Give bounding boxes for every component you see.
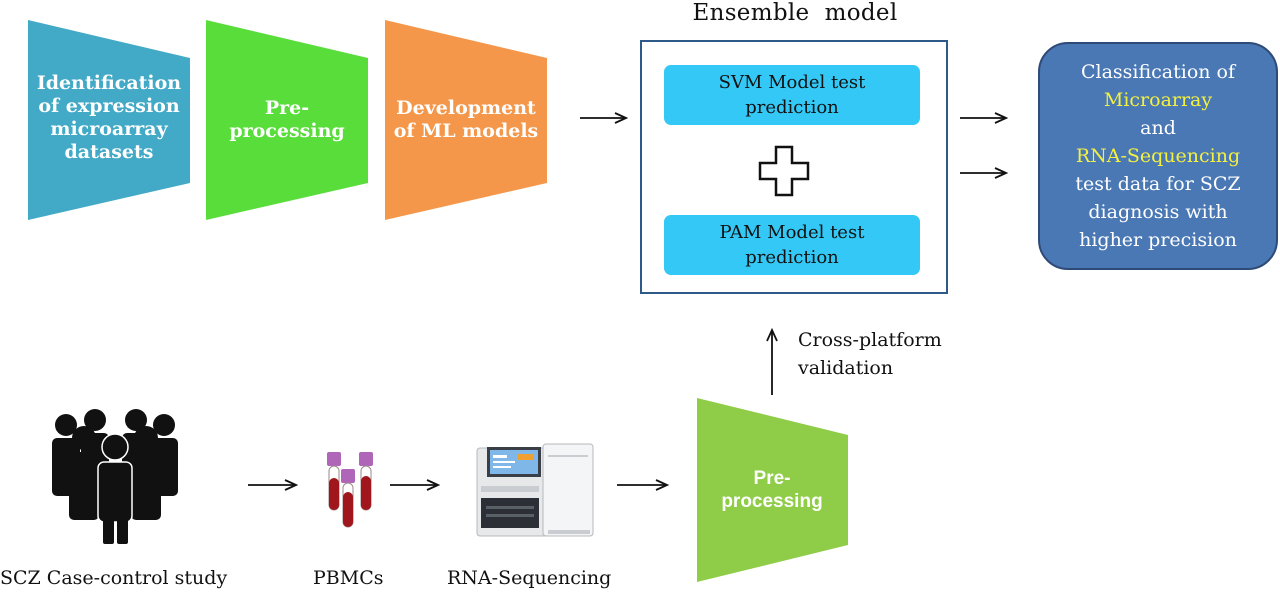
result-line-3: and [1140, 117, 1176, 139]
svm-prediction-box: SVM Model test prediction [664, 65, 920, 125]
development-label: Development of ML models [393, 97, 539, 142]
result-rnaseq: RNA-Sequencing [1075, 145, 1241, 167]
pam-prediction-box: PAM Model test prediction [664, 215, 920, 275]
result-microarray: Microarray [1103, 89, 1213, 111]
blood-tubes-icon [327, 452, 373, 528]
result-line-5: test data for SCZ [1075, 173, 1241, 195]
sequencer-icon [476, 443, 594, 537]
study-caption: SCZ Case-control study [0, 567, 228, 589]
preprocessing-bottom-label: Pre-processing [721, 468, 823, 512]
cross-platform-line-2: validation [798, 357, 894, 379]
result-line-1: Classification of [1080, 61, 1236, 83]
svm-prediction-label: SVM Model test prediction [718, 72, 866, 118]
development-funnel [385, 20, 547, 220]
cross-platform-line-1: Cross-platform [798, 329, 942, 351]
result-line-7: higher precision [1079, 229, 1237, 251]
rnaseq-caption: RNA-Sequencing [447, 567, 612, 589]
preprocessing-funnel-bottom [697, 398, 848, 582]
preprocessing-funnel-top [206, 20, 368, 220]
plus-icon [758, 145, 810, 197]
identification-funnel [28, 20, 190, 220]
pbmcs-caption: PBMCs [313, 567, 384, 589]
preprocessing-top-label: Pre-processing [229, 97, 345, 142]
ensemble-box [640, 40, 948, 294]
classification-result-box: Classification of Microarray and RNA-Seq… [1038, 42, 1278, 270]
people-group-icon [52, 409, 178, 544]
identification-label: Identification of expression microarray … [36, 72, 182, 163]
pam-prediction-label: PAM Model test prediction [719, 222, 865, 268]
cross-platform-label: Cross-platform validation [798, 326, 942, 382]
result-line-6: diagnosis with [1088, 201, 1228, 223]
ensemble-title: Ensemble model [692, 0, 898, 26]
